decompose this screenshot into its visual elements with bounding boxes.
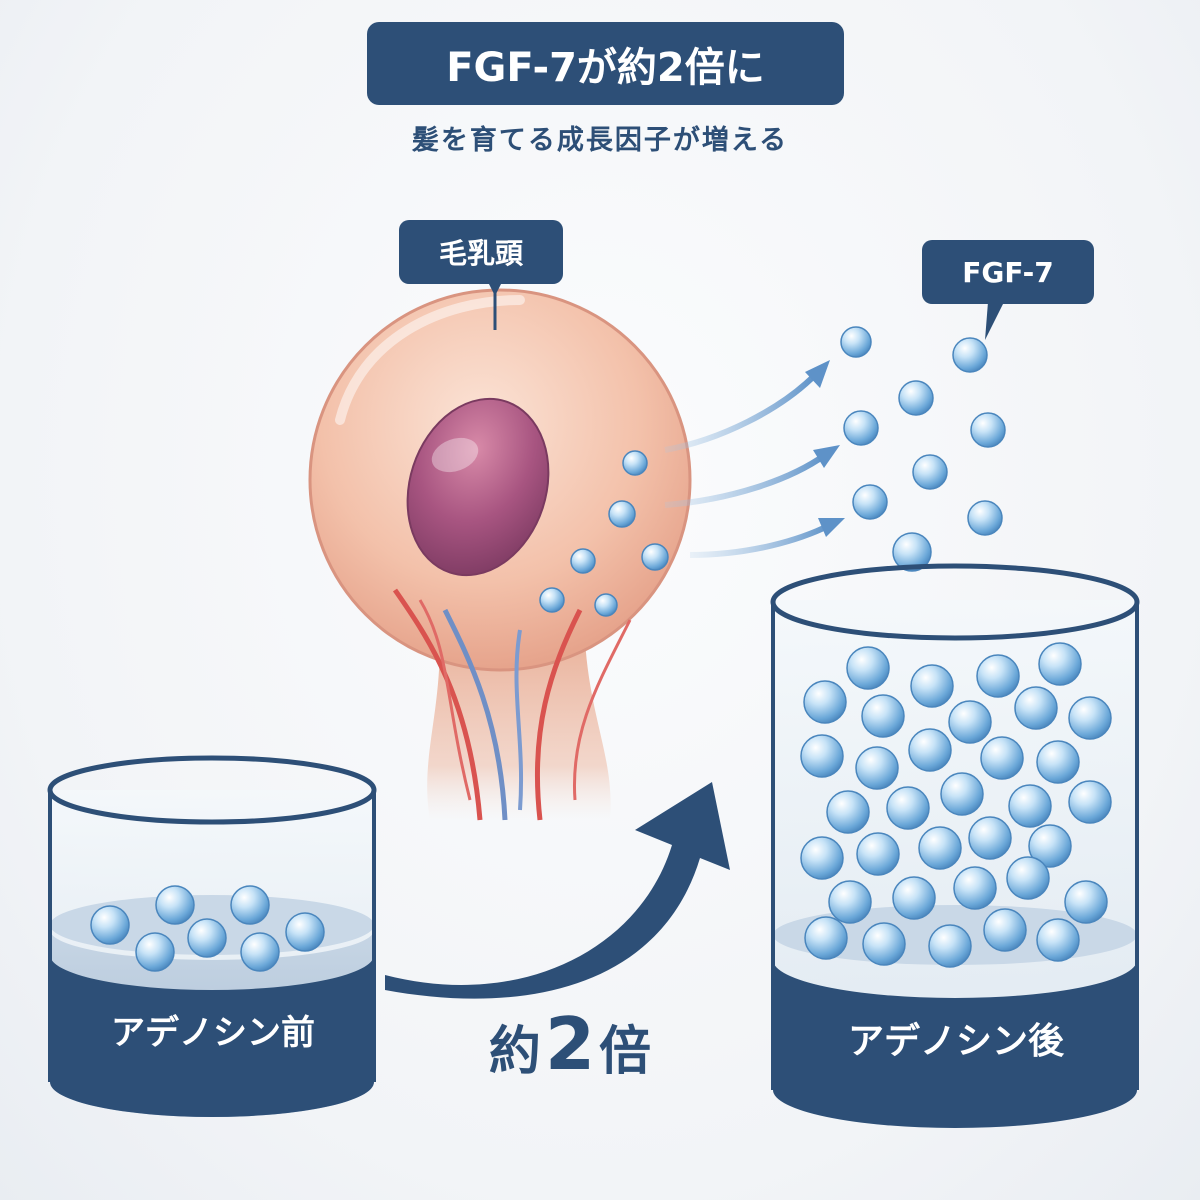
fgf7-molecule — [187, 918, 227, 958]
blood-vessel-artery — [534, 608, 583, 821]
fgf7-molecule — [952, 337, 988, 373]
fgf7-molecule — [1036, 740, 1080, 784]
fgf7-molecule — [846, 646, 890, 690]
release-arrow — [664, 372, 818, 453]
fgf7-molecule — [828, 880, 872, 924]
fgf7-molecule — [570, 548, 596, 574]
blood-vessel-vein — [514, 629, 524, 811]
ratio-value: 2 — [544, 1002, 596, 1086]
fgf7-molecule — [800, 836, 844, 880]
fgf7-molecule — [230, 885, 270, 925]
release-arrows — [664, 360, 845, 558]
fgf7-molecule — [1028, 824, 1072, 868]
fgf7-molecule — [1038, 642, 1082, 686]
fgf7-molecule — [155, 885, 195, 925]
fgf7-molecule — [1008, 784, 1052, 828]
ratio-label: 約2倍 — [440, 1002, 700, 1086]
release-arrow-head — [805, 360, 830, 388]
fgf7-molecule — [910, 664, 954, 708]
fgf7-molecule — [892, 532, 932, 572]
fgf7-molecule — [861, 694, 905, 738]
container-after-label: アデノシン後 — [847, 1021, 1064, 1062]
blood-vessel-vein — [442, 608, 508, 821]
fgf7-molecule — [898, 380, 934, 416]
label-fgf7-text: FGF-7 — [962, 255, 1054, 289]
fgf7-molecule — [641, 543, 669, 571]
fgf7-molecule — [856, 832, 900, 876]
release-arrow-head — [813, 445, 840, 468]
increase-arrow-shape — [385, 782, 730, 999]
container-before-molecules — [90, 885, 325, 972]
fgf7-molecule — [594, 593, 618, 617]
fgf7-molecule — [970, 412, 1006, 448]
fgf7-molecule — [953, 866, 997, 910]
callout-pointer — [985, 302, 1004, 340]
increase-arrow — [385, 782, 730, 999]
fgf7-molecule — [912, 454, 948, 490]
released-molecules — [539, 326, 1006, 617]
release-arrow — [689, 522, 832, 558]
label-dermal-papilla-text: 毛乳頭 — [438, 237, 523, 270]
fgf7-molecule — [1006, 856, 1050, 900]
ratio-prefix: 約 — [488, 1022, 541, 1082]
blood-vessel-artery — [572, 619, 632, 801]
callout-pointer-tip — [487, 280, 503, 296]
cell-nucleus — [406, 397, 550, 577]
fgf7-molecule — [135, 932, 175, 972]
fgf7-molecule — [826, 790, 870, 834]
subtitle: 髪を育てる成長因子が増える — [411, 125, 789, 156]
fgf7-molecule — [928, 924, 972, 968]
fgf7-molecule — [852, 484, 888, 520]
fgf7-molecule — [90, 905, 130, 945]
fgf7-molecule — [886, 786, 930, 830]
fgf7-molecule — [622, 450, 648, 476]
nucleus-highlight — [431, 437, 479, 473]
fgf7-molecule — [940, 772, 984, 816]
fgf7-molecule — [892, 876, 936, 920]
fgf7-molecule — [983, 908, 1027, 952]
container-after — [770, 563, 1140, 1128]
fgf7-molecule — [908, 728, 952, 772]
ratio-suffix: 倍 — [599, 1022, 652, 1082]
container-after-molecules — [800, 642, 1112, 968]
blood-vessel-artery — [418, 599, 472, 801]
title-banner: FGF-7が約2倍に — [367, 22, 844, 105]
fgf7-molecule — [804, 916, 848, 960]
fgf7-molecule — [240, 932, 280, 972]
fgf7-molecule — [840, 326, 872, 358]
fgf7-molecule — [968, 816, 1012, 860]
fgf7-molecule — [803, 680, 847, 724]
title-text: FGF-7が約2倍に — [446, 44, 765, 91]
label-fgf7: FGF-7 — [922, 240, 1094, 304]
fgf7-molecule — [1036, 918, 1080, 962]
fgf7-molecule — [800, 734, 844, 778]
container-before-band — [50, 955, 374, 1117]
fgf7-molecule — [539, 587, 565, 613]
fgf7-molecule — [843, 410, 879, 446]
fgf7-molecule — [862, 922, 906, 966]
fgf7-molecule — [1014, 686, 1058, 730]
container-before-label: アデノシン前 — [111, 1013, 315, 1053]
container-before — [47, 755, 377, 1117]
fgf7-molecule — [980, 736, 1024, 780]
fgf7-molecule — [1068, 696, 1112, 740]
fgf7-molecule — [1064, 880, 1108, 924]
container-after-band — [773, 960, 1137, 1128]
dermal-papilla-cell — [308, 288, 692, 821]
release-arrow-head — [818, 518, 845, 537]
release-arrow — [664, 452, 827, 508]
fgf7-molecule — [948, 700, 992, 744]
label-dermal-papilla: 毛乳頭 — [399, 220, 563, 284]
fgf7-molecule — [855, 746, 899, 790]
fgf7-molecule — [918, 826, 962, 870]
fgf7-molecule — [976, 654, 1020, 698]
fgf7-molecule — [285, 912, 325, 952]
fgf7-molecule — [608, 500, 636, 528]
fgf7-molecule — [967, 500, 1003, 536]
cell-highlight — [335, 295, 525, 425]
fgf7-molecule — [1068, 780, 1112, 824]
